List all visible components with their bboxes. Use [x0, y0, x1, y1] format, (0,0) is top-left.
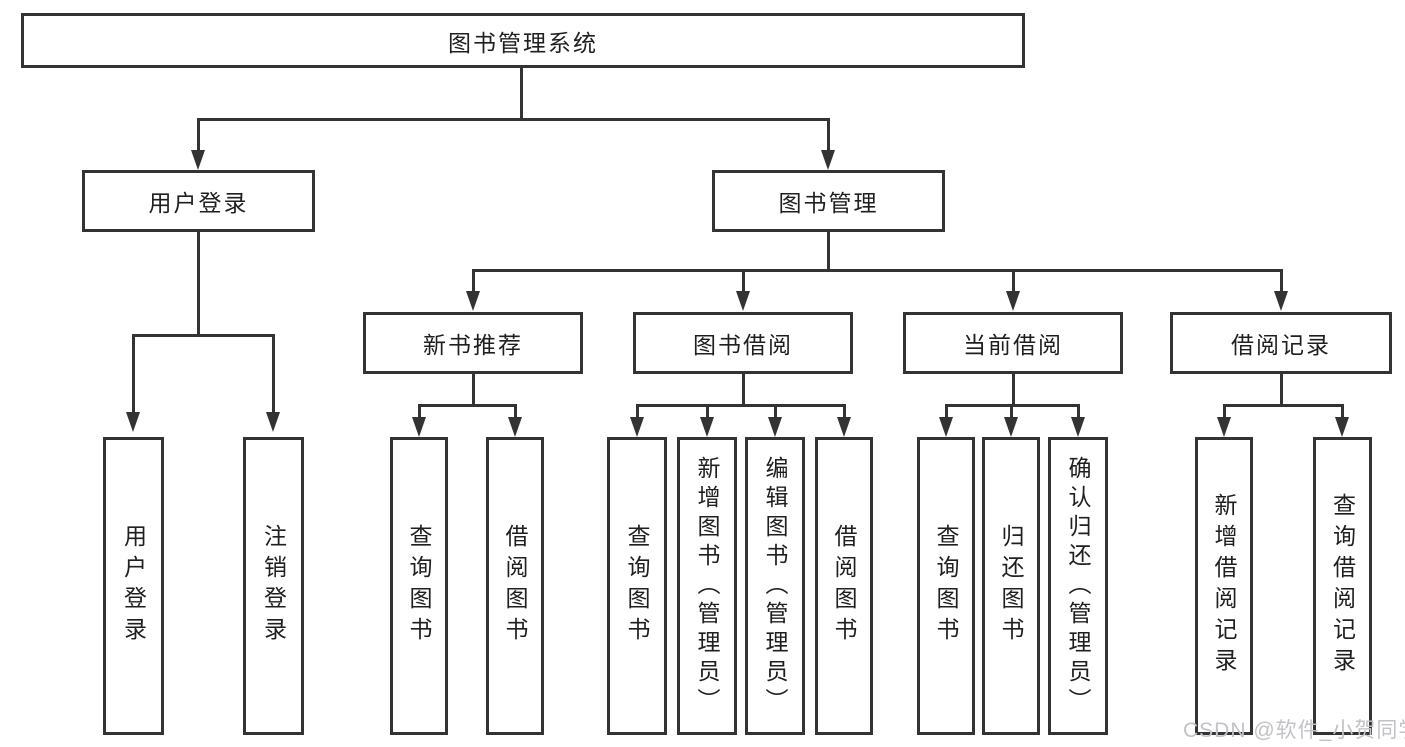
connector-drop-leaf — [636, 404, 639, 420]
leaf-bb-query-books: 查询图书 — [607, 437, 667, 735]
connector-user-login-rail — [132, 334, 275, 337]
connector-borrow-record-stem — [1280, 374, 1283, 407]
node-new-book-recommend: 新书推荐 — [363, 312, 583, 374]
leaf-logout: 注销登录 — [243, 437, 304, 735]
arrow-down-icon — [1004, 417, 1018, 437]
csdn-watermark: CSDN @软件_小贺同学 — [1183, 719, 1405, 742]
connector-drop-new-book — [472, 269, 475, 293]
connector-drop-leaf — [706, 404, 709, 420]
arrow-down-icon — [821, 150, 835, 170]
connector-drop-leaf — [272, 334, 275, 414]
arrow-down-icon — [700, 417, 714, 437]
arrow-down-icon — [266, 412, 280, 432]
leaf-br-query-record: 查询借阅记录 — [1313, 437, 1372, 735]
connector-drop-book-borrow — [742, 269, 745, 293]
arrow-down-icon — [1071, 417, 1085, 437]
node-root-system: 图书管理系统 — [21, 13, 1025, 68]
connector-new-book-rail — [418, 404, 517, 407]
connector-borrow-record-rail — [1223, 404, 1344, 407]
connector-drop-leaf — [418, 404, 421, 420]
node-user-login: 用户登录 — [82, 170, 315, 232]
connector-drop-book-mgmt — [827, 118, 830, 152]
leaf-bb-borrow-books: 借阅图书 — [815, 437, 873, 735]
connector-drop-leaf — [843, 404, 846, 420]
leaf-nb-query-books: 查询图书 — [390, 437, 448, 735]
connector-drop-leaf — [774, 404, 777, 420]
node-book-management: 图书管理 — [712, 170, 945, 232]
arrow-down-icon — [1217, 417, 1231, 437]
arrow-down-icon — [1335, 417, 1349, 437]
arrow-down-icon — [508, 417, 522, 437]
arrow-down-icon — [837, 417, 851, 437]
connector-drop-leaf — [1077, 404, 1080, 420]
connector-drop-leaf — [1010, 404, 1013, 420]
arrow-down-icon — [768, 417, 782, 437]
leaf-cb-query-books: 查询图书 — [917, 437, 975, 735]
leaf-cb-confirm-return-admin: 确认归还（管理员） — [1048, 437, 1108, 735]
arrow-down-icon — [191, 150, 205, 170]
connector-drop-leaf — [1223, 404, 1226, 420]
connector-drop-leaf — [1341, 404, 1344, 420]
connector-book-mgmt-stem — [827, 232, 830, 272]
node-book-borrowing: 图书借阅 — [633, 312, 853, 374]
leaf-bb-edit-book-admin: 编辑图书（管理员） — [745, 437, 805, 735]
connector-book-borrow-stem — [742, 374, 745, 407]
arrow-down-icon — [412, 417, 426, 437]
connector-level1-rail — [197, 118, 830, 121]
connector-new-book-stem — [472, 374, 475, 407]
connector-user-login-stem — [197, 232, 200, 337]
connector-root-stem — [520, 68, 523, 121]
connector-drop-leaf — [945, 404, 948, 420]
leaf-user-login: 用户登录 — [103, 437, 164, 735]
connector-drop-leaf — [514, 404, 517, 420]
arrow-down-icon — [126, 412, 140, 432]
arrow-down-icon — [466, 291, 480, 311]
arrow-down-icon — [1274, 291, 1288, 311]
connector-book-borrow-rail — [636, 404, 846, 407]
node-current-borrowing: 当前借阅 — [903, 312, 1123, 374]
leaf-cb-return-books: 归还图书 — [982, 437, 1040, 735]
arrow-down-icon — [736, 291, 750, 311]
arrow-down-icon — [630, 417, 644, 437]
arrow-down-icon — [1006, 291, 1020, 311]
leaf-nb-borrow-books: 借阅图书 — [486, 437, 544, 735]
arrow-down-icon — [939, 417, 953, 437]
connector-current-borrow-stem — [1012, 374, 1015, 407]
connector-drop-leaf — [132, 334, 135, 414]
leaf-bb-add-book-admin: 新增图书（管理员） — [677, 437, 737, 735]
connector-drop-user-login — [197, 118, 200, 152]
leaf-br-add-record: 新增借阅记录 — [1195, 437, 1253, 735]
connector-drop-current-borrow — [1012, 269, 1015, 293]
connector-level2-rail — [472, 269, 1283, 272]
node-borrowing-records: 借阅记录 — [1170, 312, 1392, 374]
connector-drop-borrow-record — [1280, 269, 1283, 293]
